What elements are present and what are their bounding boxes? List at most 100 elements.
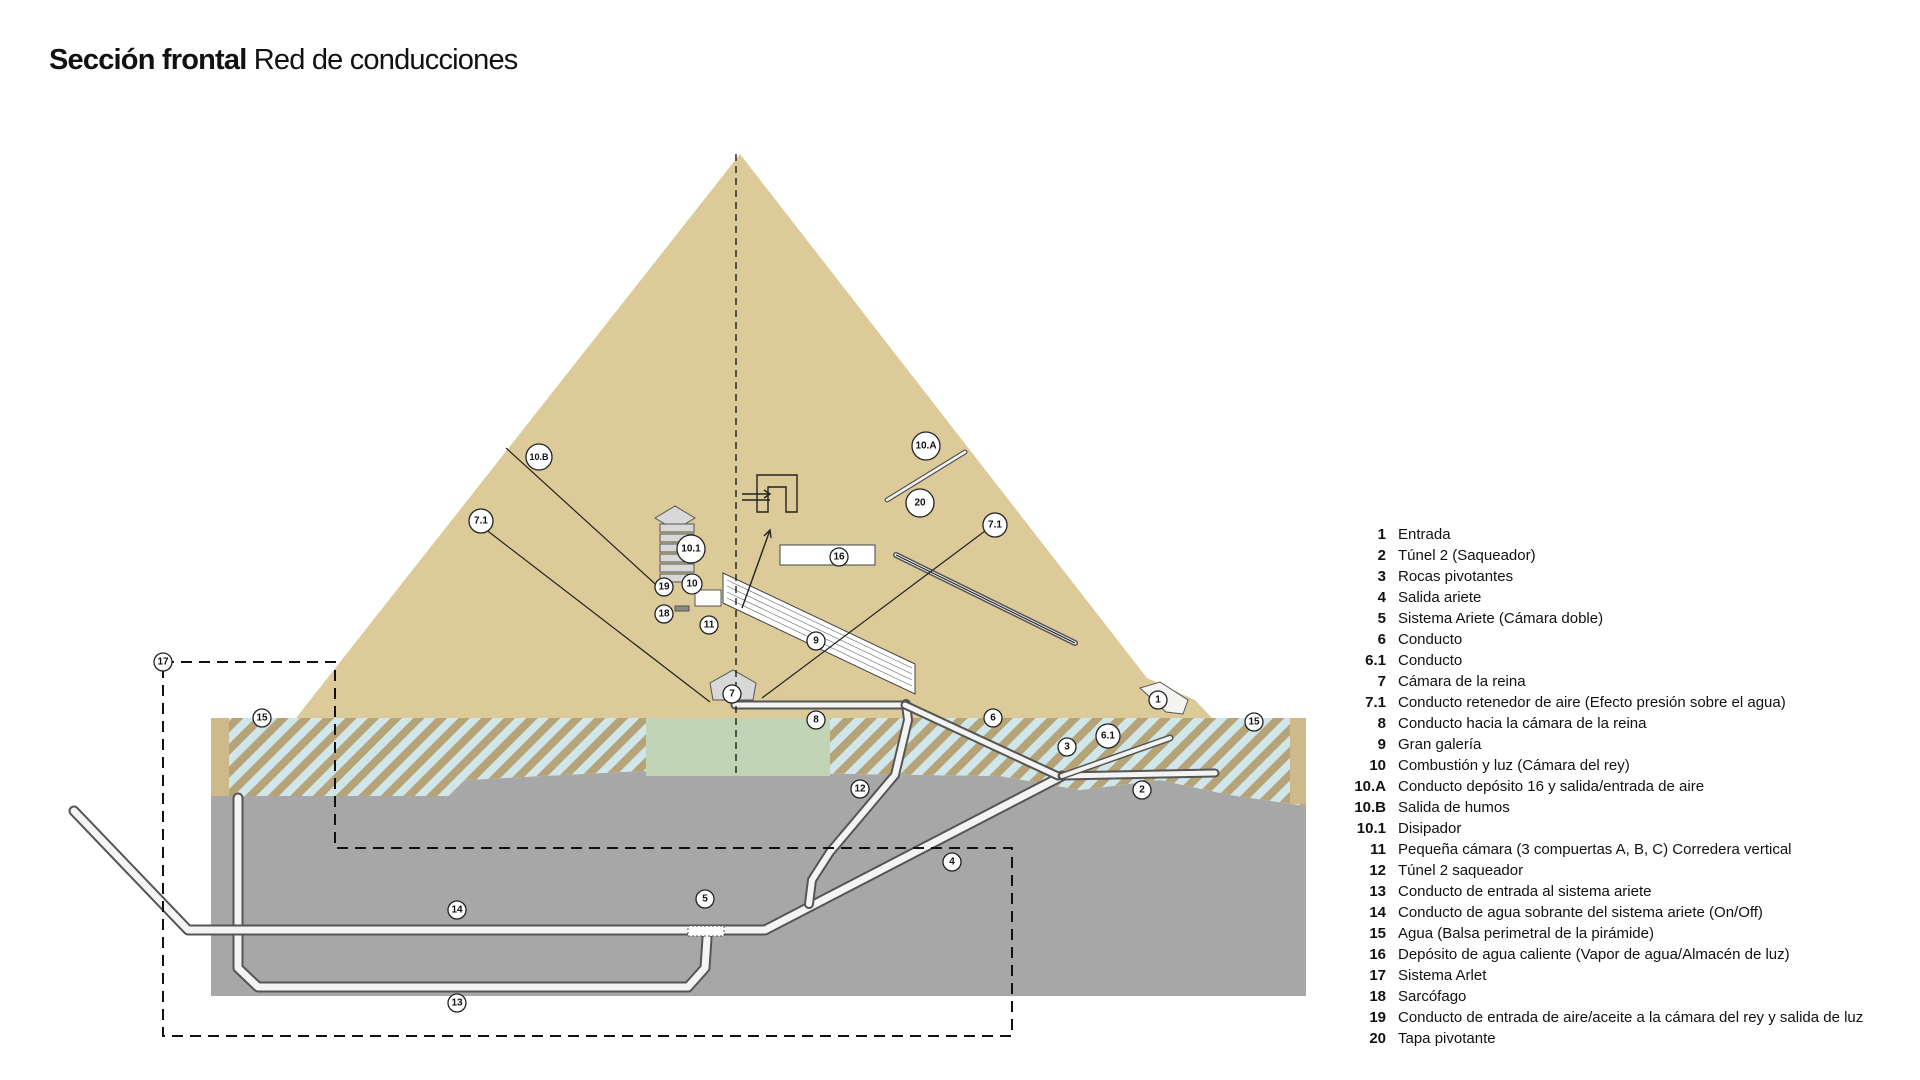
legend-text: Conducto retenedor de aire (Efecto presi…	[1398, 694, 1786, 711]
marker-4-label: 4	[949, 857, 955, 868]
legend-item: 10.B Salida de humos	[1340, 799, 1900, 820]
legend-num: 9	[1377, 736, 1386, 753]
legend-text: Agua (Balsa perimetral de la pirámide)	[1398, 925, 1654, 942]
legend-text: Conducto de entrada al sistema ariete	[1398, 883, 1652, 900]
thin-shafts	[475, 447, 1076, 703]
marker-10-label: 10	[686, 579, 698, 590]
legend-num: 19	[1369, 1009, 1386, 1026]
legend-num: 20	[1369, 1030, 1386, 1047]
legend-num: 17	[1369, 967, 1386, 984]
marker-6-label: 6	[990, 713, 996, 724]
marker-12-label: 12	[854, 784, 866, 795]
legend-num: 7.1	[1365, 694, 1386, 711]
marker-15-right: 15	[1244, 712, 1264, 732]
marker-15-left-label: 15	[256, 713, 268, 724]
legend-text: Cámara de la reina	[1398, 673, 1526, 690]
legend-text: Sistema Arlet	[1398, 967, 1487, 984]
marker-17-label: 17	[157, 657, 169, 668]
conduit-6-fill	[902, 702, 1061, 779]
marker-6-1: 6.1	[1095, 723, 1121, 749]
marker-10a: 10.A	[911, 431, 941, 461]
legend-text: Combustión y luz (Cámara del rey)	[1398, 757, 1630, 774]
legend-text: Sarcófago	[1398, 988, 1467, 1005]
marker-1-label: 1	[1155, 695, 1161, 706]
legend-text: Conducto hacia la cámara de la reina	[1398, 715, 1647, 732]
legend-text: Gran galería	[1398, 736, 1482, 753]
legend-num: 4	[1377, 589, 1386, 606]
marker-10: 10	[681, 573, 703, 595]
legend-text: Salida de humos	[1398, 799, 1510, 816]
legend-item: 7 Cámara de la reina	[1340, 673, 1900, 694]
legend-text: Conducto	[1398, 631, 1463, 648]
marker-4: 4	[942, 852, 962, 872]
marker-12: 12	[850, 779, 870, 799]
marker-6: 6	[983, 708, 1003, 728]
legend-num: 14	[1369, 904, 1386, 921]
marker-20: 20	[905, 488, 935, 518]
legend-text: Túnel 2 (Saqueador)	[1398, 547, 1536, 564]
shaft-7-1-right	[761, 524, 994, 699]
marker-2: 2	[1132, 780, 1152, 800]
title-light: Red de conducciones	[253, 44, 519, 76]
legend-item: 2 Túnel 2 (Saqueador)	[1340, 547, 1900, 568]
legend-item: 13 Conducto de entrada al sistema ariete	[1340, 883, 1900, 904]
marker-8: 8	[806, 710, 826, 730]
marker-7: 7	[722, 684, 742, 704]
legend-num: 8	[1377, 715, 1386, 732]
marker-10b: 10.B	[525, 443, 553, 471]
shaft-7-1-left	[475, 521, 711, 703]
legend-text: Entrada	[1398, 526, 1451, 543]
legend-item: 4 Salida ariete	[1340, 589, 1900, 610]
legend-num: 6.1	[1365, 652, 1386, 669]
marker-7-1-right: 7.1	[982, 512, 1008, 538]
marker-11-label: 11	[704, 620, 715, 631]
legend-num: 10.B	[1354, 799, 1386, 816]
marker-5-label: 5	[702, 894, 708, 905]
marker-10b-label: 10.B	[529, 452, 549, 462]
legend-num: 2	[1377, 547, 1386, 564]
legend-text: Conducto	[1398, 652, 1463, 669]
marker-7-label: 7	[729, 689, 735, 700]
marker-9: 9	[806, 631, 826, 651]
legend-num: 6	[1377, 631, 1386, 648]
legend-text: Rocas pivotantes	[1398, 568, 1514, 585]
legend-item: 6 Conducto	[1340, 631, 1900, 652]
legend-text: Salida ariete	[1398, 589, 1482, 606]
marker-15-right-label: 15	[1248, 717, 1260, 728]
conduit-10a-fill	[885, 450, 967, 502]
legend-text: Tapa pivotante	[1398, 1030, 1496, 1047]
ram-system-5	[687, 925, 725, 937]
marker-11: 11	[699, 615, 719, 635]
legend-num: 7	[1377, 673, 1386, 690]
marker-15-left: 15	[252, 708, 272, 728]
legend-num: 13	[1369, 883, 1386, 900]
conduit-2-fill	[1059, 770, 1218, 779]
central-pool	[646, 718, 830, 776]
marker-19-label: 19	[658, 582, 670, 593]
conduit-12-fill	[806, 701, 911, 907]
marker-3-label: 3	[1064, 742, 1070, 753]
marker-5: 5	[695, 889, 715, 909]
marker-14-label: 14	[451, 905, 463, 916]
marker-9-label: 9	[813, 636, 819, 647]
marker-10-1: 10.1	[676, 534, 706, 564]
legend-num: 10.A	[1354, 778, 1386, 795]
marker-7-1-left-label: 7.1	[474, 516, 488, 527]
legend-text: Conducto de agua sobrante del sistema ar…	[1398, 904, 1763, 921]
legend-text: Disipador	[1398, 820, 1462, 837]
marker-7-1-left: 7.1	[468, 508, 494, 534]
legend-item: 9 Gran galería	[1340, 736, 1900, 757]
legend-num: 3	[1377, 568, 1386, 585]
marker-18: 18	[654, 604, 674, 624]
shaft-10a-thin	[895, 554, 1076, 644]
page-title: Sección frontal Red de conducciones	[49, 44, 519, 77]
marker-19: 19	[654, 577, 674, 597]
conduit-13-loop-fill	[234, 794, 711, 991]
legend-item: 3 Rocas pivotantes	[1340, 568, 1900, 589]
